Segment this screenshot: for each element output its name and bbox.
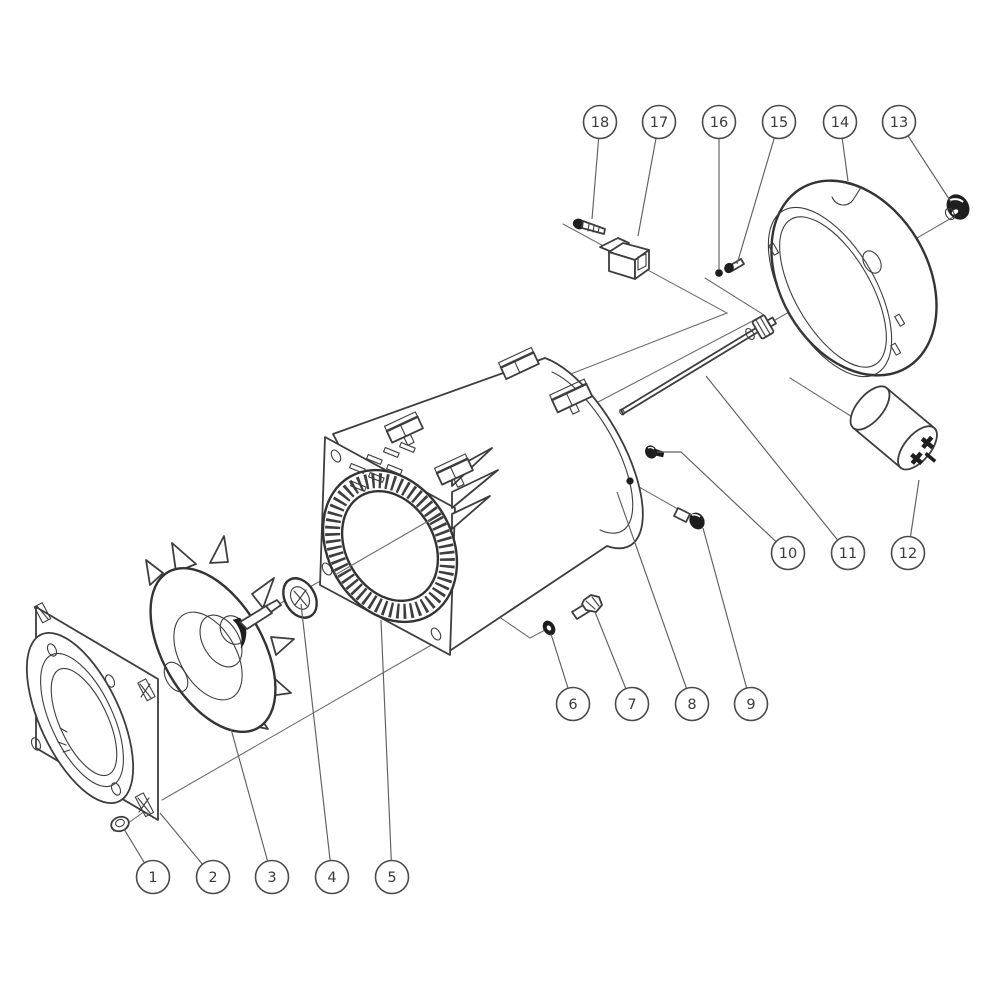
callout-number-11: 11 xyxy=(839,546,857,562)
callout-leader-4 xyxy=(300,603,333,878)
callout-balloon-8 xyxy=(674,686,710,722)
part-front-bracket xyxy=(25,602,159,821)
part-rear-cover xyxy=(767,179,938,378)
callout-balloon-2 xyxy=(195,859,231,895)
callout-balloon-10 xyxy=(770,535,806,571)
callout-leader-15 xyxy=(736,121,780,265)
callout-number-17: 17 xyxy=(650,115,668,131)
callout-number-18: 18 xyxy=(591,115,609,131)
callout-leader-11 xyxy=(705,375,849,554)
part-capacitor xyxy=(849,385,938,471)
housing-screw-hole xyxy=(626,477,634,485)
part-through-bolt xyxy=(619,314,777,416)
callout-number-9: 9 xyxy=(746,697,755,713)
rotor-shaft xyxy=(239,605,273,630)
callout-balloon-14 xyxy=(822,104,858,140)
callout-balloon-16 xyxy=(701,104,737,140)
callout-leader-3 xyxy=(230,728,273,878)
bracket-corner-clip xyxy=(33,602,156,818)
part-cap-nut xyxy=(944,194,970,221)
rod-nut xyxy=(751,314,777,340)
part-terminal-16 xyxy=(715,269,723,277)
callout-number-12: 12 xyxy=(899,546,917,562)
part-hex-bolt xyxy=(571,594,603,620)
callout-balloon-5 xyxy=(374,859,410,895)
callout-number-10: 10 xyxy=(779,546,797,562)
capacitor-terminals xyxy=(910,435,937,465)
callout-balloon-11 xyxy=(830,535,866,571)
callout-leader-8 xyxy=(616,491,693,705)
stator-lamination-slots xyxy=(325,473,455,619)
cooling-fins xyxy=(451,447,499,530)
capacitor-align-line xyxy=(789,377,858,421)
callout-balloon-1 xyxy=(135,859,171,895)
part-screw-18 xyxy=(572,218,606,235)
lamination-bars xyxy=(349,441,416,492)
cover-tabs xyxy=(768,242,906,356)
callout-number-5: 5 xyxy=(387,870,396,886)
part-washer xyxy=(542,620,556,636)
part-pan-screw xyxy=(645,445,665,459)
callout-balloon-12 xyxy=(890,535,926,571)
callout-leader-17 xyxy=(637,121,660,237)
callout-number-6: 6 xyxy=(568,697,577,713)
part-flange-nut xyxy=(110,815,130,833)
callout-balloon-6 xyxy=(555,686,591,722)
callout-number-14: 14 xyxy=(831,115,849,131)
callout-number-15: 15 xyxy=(770,115,788,131)
part-stator-housing xyxy=(319,346,644,656)
callout-balloon-9 xyxy=(733,686,769,722)
callout-balloon-15 xyxy=(761,104,797,140)
stator-bore xyxy=(340,489,440,603)
part-bearing xyxy=(282,577,318,619)
callout-number-4: 4 xyxy=(327,870,336,886)
bracket-holes xyxy=(30,643,122,796)
terminal-blocks xyxy=(383,346,594,488)
callout-number-7: 7 xyxy=(627,697,636,713)
cover-notch xyxy=(831,188,861,206)
callout-balloon-7 xyxy=(614,686,650,722)
callout-leader-9 xyxy=(702,527,752,705)
callout-leader-10 xyxy=(657,451,789,554)
callout-number-8: 8 xyxy=(687,697,696,713)
cover-center-hole xyxy=(862,250,882,274)
callout-leader-5 xyxy=(380,619,393,878)
part-screw-15 xyxy=(724,258,745,274)
callout-number-13: 13 xyxy=(890,115,908,131)
callout-balloon-4 xyxy=(314,859,350,895)
bracket-to-flange-line xyxy=(161,635,448,801)
callout-balloon-17 xyxy=(641,104,677,140)
callout-number-3: 3 xyxy=(267,870,276,886)
callout-number-1: 1 xyxy=(148,870,157,886)
bolt-align-line xyxy=(491,611,548,639)
callout-balloon-18 xyxy=(582,104,618,140)
part-housing-bolt xyxy=(673,507,705,530)
callout-number-16: 16 xyxy=(710,115,728,131)
part-rotor-fan xyxy=(145,535,295,734)
part-connector-block xyxy=(599,237,650,280)
callout-number-2: 2 xyxy=(208,870,217,886)
callout-balloon-13 xyxy=(881,104,917,140)
callout-balloon-3 xyxy=(254,859,290,895)
